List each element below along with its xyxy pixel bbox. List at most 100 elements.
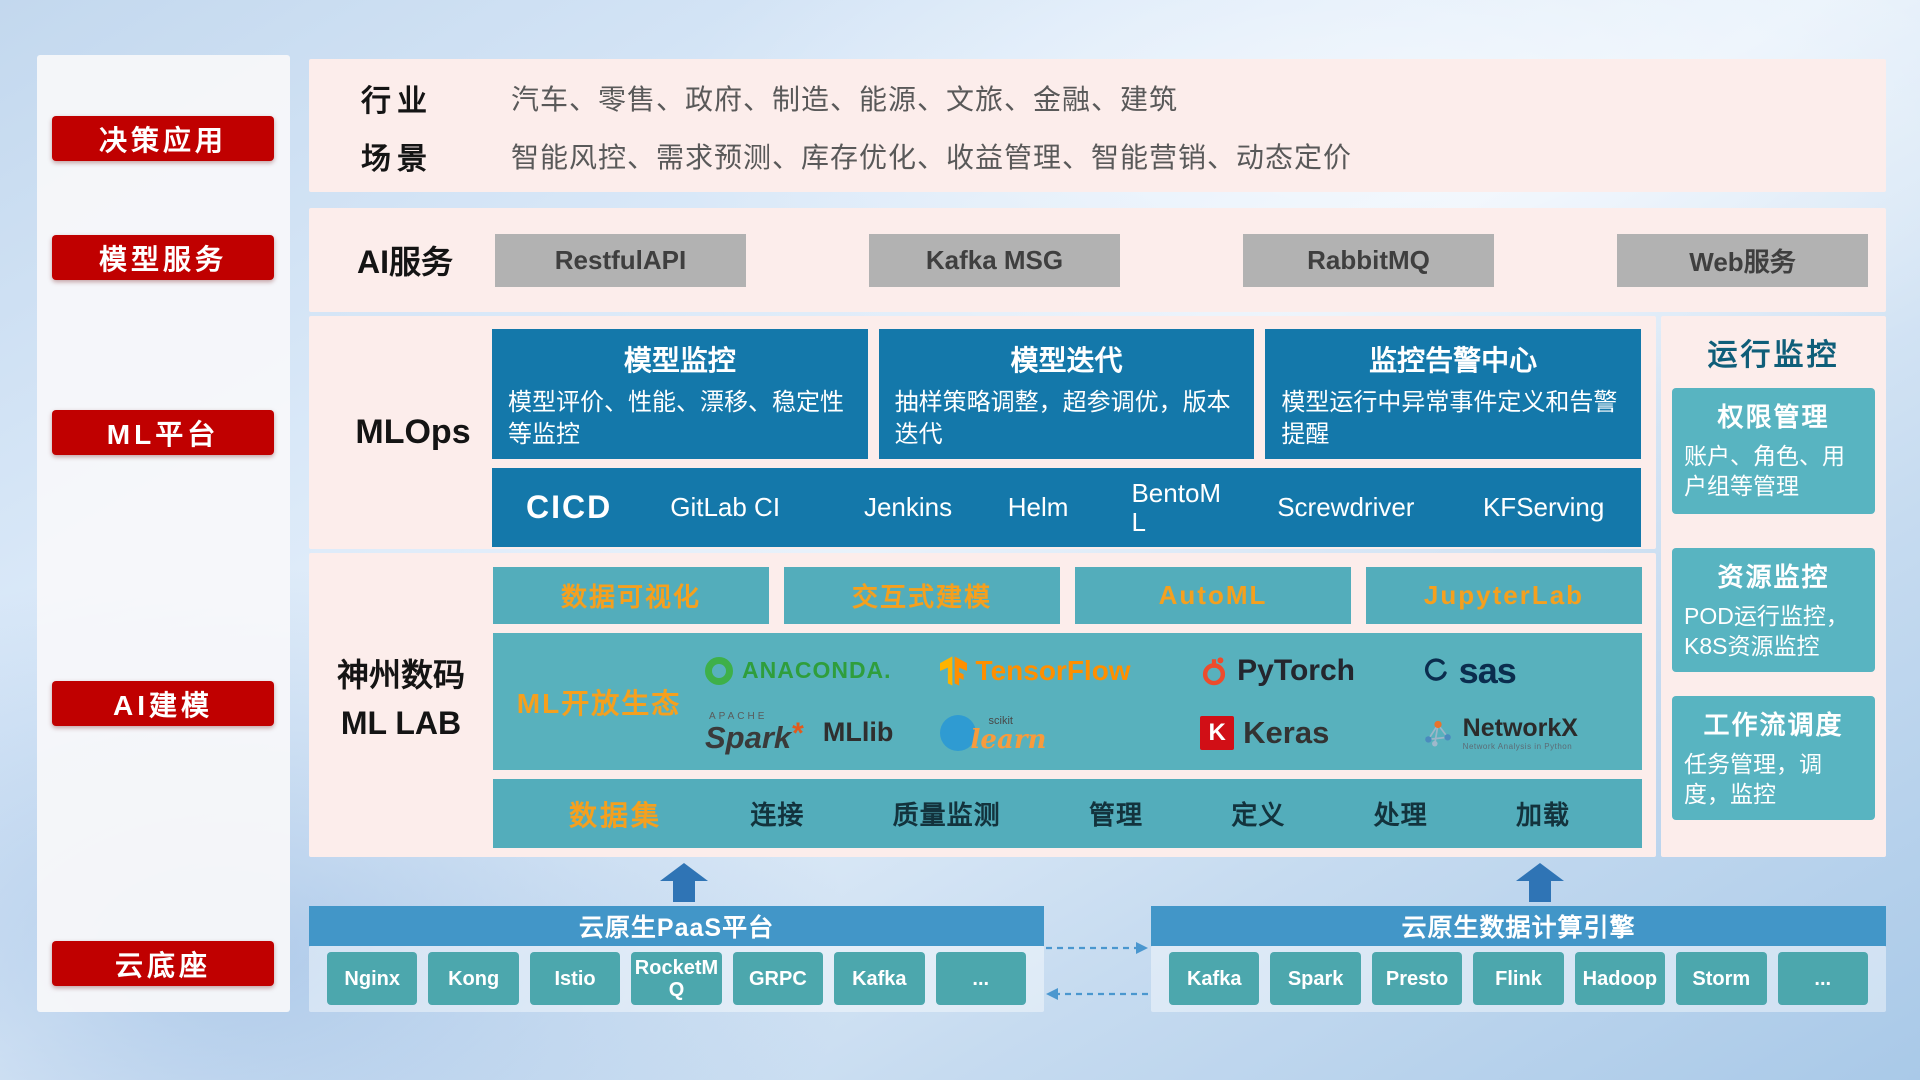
mllib-wordmark: MLlib [822,717,894,747]
chip-automl: AutoML [1075,567,1351,624]
sas-icon [1424,657,1447,681]
chip-data-visualization: 数据可视化 [493,567,769,624]
ml-ecosystem-panel: ML开放生态 ANACONDA. TensorFlow [493,633,1642,770]
card-resource-monitoring: 资源监控 POD运行监控，K8S资源监控 [1672,548,1875,672]
chip-hadoop: Hadoop [1574,952,1666,1005]
spark-star-icon: * [792,717,804,750]
chip-interactive-modeling: 交互式建模 [784,567,1060,624]
cicd-tool-bentoml: BentoML [1131,478,1222,537]
keras-wordmark: Keras [1243,714,1330,750]
tensorflow-wordmark: TensorFlow [975,654,1131,686]
cicd-title: CICD [526,489,613,525]
data-engine-header: 云原生数据计算引擎 [1151,906,1886,946]
sas-logo: sas [1422,642,1628,700]
dataset-item-define: 定义 [1231,800,1286,830]
scenario-list: 智能风控、需求预测、库存优化、收益管理、智能营销、动态定价 [511,142,1353,173]
pytorch-wordmark: PyTorch [1237,653,1355,687]
chip-kafka-paas: Kafka [834,952,925,1005]
dataset-item-connect: 连接 [750,800,805,830]
up-arrow-paas-icon [660,863,708,902]
chip-flink: Flink [1473,952,1564,1005]
mlops-card-row: 模型监控 模型评价、性能、漂移、稳定性等监控 模型迭代 抽样策略调整，超参调优，… [492,329,1642,459]
ml-lab-label-line1: 神州数码 [336,657,465,693]
chip-kafka-engine: Kafka [1169,952,1260,1005]
networkx-subtitle: Network Analysis in Python [1462,742,1573,752]
pytorch-icon [1203,656,1226,685]
tensorflow-icon [939,655,967,686]
paas-platform-header: 云原生PaaS平台 [309,906,1044,946]
chip-presto: Presto [1371,952,1463,1005]
section-ai-service: AI服务 RestfulAPI Kafka MSG RabbitMQ Web服务 [309,208,1886,312]
card-title: 模型迭代 [1010,345,1123,376]
layer-badge-cloud-base: 云底座 [52,941,274,986]
card-workflow-scheduling: 工作流调度 任务管理，调度，监控 [1672,696,1875,820]
chip-istio: Istio [529,952,621,1005]
chip-kafka-msg: Kafka MSG [869,234,1120,287]
dataset-title: 数据集 [569,799,663,831]
ml-lab-label-line2: ML LAB [340,705,462,741]
ml-ecosystem-label: ML开放生态 [516,687,682,719]
pytorch-logo: PyTorch [1200,642,1422,700]
engine-chip-row: Kafka Spark Presto Flink Hadoop Storm ..… [1151,952,1886,1005]
keras-logo: K Keras [1200,704,1422,762]
cicd-tool-helm: Helm [1007,492,1069,523]
cicd-tool-gitlab-ci: GitLab CI [670,492,781,523]
chip-rabbitmq: RabbitMQ [1243,234,1494,287]
layer-badge-decision-apps: 决策应用 [52,116,274,161]
apache-label: APACHE [709,711,768,722]
cicd-tool-jenkins: Jenkins [863,492,953,523]
card-title: 资源监控 [1717,562,1830,592]
ml-ecosystem-logo-grid: ANACONDA. TensorFlow PyTorch [705,642,1642,762]
chip-more-engine: ... [1777,952,1868,1005]
card-alert-center: 监控告警中心 模型运行中异常事件定义和告警提醒 [1265,329,1642,459]
ml-lab-tool-row: 数据可视化 交互式建模 AutoML JupyterLab [493,567,1642,624]
bidirectional-dashed-arrows-icon [1046,942,1148,1000]
dataset-item-manage: 管理 [1088,800,1143,830]
cicd-tool-screwdriver: Screwdriver [1277,492,1415,523]
up-arrow-engine-icon [1516,863,1564,902]
card-permission-management: 权限管理 账户、角色、用户组等管理 [1672,388,1875,514]
cicd-tool-kfserving: KFServing [1482,492,1605,523]
chip-more-paas: ... [935,952,1026,1005]
ml-lab-label: 神州数码 ML LAB [317,651,485,747]
section-industry-scenario: 行业 汽车、零售、政府、制造、能源、文旅、金融、建筑 场景 智能风控、需求预测、… [309,59,1886,192]
chip-spark: Spark [1270,952,1361,1005]
section-ml-lab: 神州数码 ML LAB 数据可视化 交互式建模 AutoML JupyterLa… [309,553,1656,857]
networkx-logo: NetworkX Network Analysis in Python [1422,704,1628,762]
chip-rocketmq: RocketMQ [631,952,722,1005]
section-runtime-monitoring: 运行监控 权限管理 账户、角色、用户组等管理 资源监控 POD运行监控，K8S资… [1661,316,1886,857]
networkx-wordmark: NetworkX [1462,713,1578,742]
section-mlops: MLOps 模型监控 模型评价、性能、漂移、稳定性等监控 模型迭代 抽样策略调整… [309,316,1656,549]
ai-service-chip-row: RestfulAPI Kafka MSG RabbitMQ Web服务 [495,234,1868,287]
dataset-bar: 数据集 连接 质量监测 管理 定义 处理 加载 [493,779,1642,848]
card-desc: 任务管理，调度，监控 [1684,751,1822,808]
card-model-iteration: 模型迭代 抽样策略调整，超参调优，版本迭代 [878,329,1255,459]
layer-badge-ml-platform: ML平台 [52,410,274,455]
layers-sidebar: 决策应用 模型服务 ML平台 AI建模 云底座 [37,55,290,1012]
anaconda-wordmark: ANACONDA. [742,657,892,683]
chip-nginx: Nginx [327,952,418,1005]
cicd-tool-row: GitLab CI Jenkins Helm BentoML Screwdriv… [670,479,1615,535]
card-title: 工作流调度 [1703,710,1844,740]
dataset-item-load: 加载 [1515,800,1570,830]
dataset-item-quality: 质量监测 [892,800,1001,830]
paas-chip-row: Nginx Kong Istio RocketMQ GRPC Kafka ... [309,952,1044,1005]
keras-icon: K [1200,715,1235,750]
scikit-learn-logo: scikit learn [939,704,1201,762]
card-desc: 账户、角色、用户组等管理 [1684,443,1845,500]
cicd-bar: CICD GitLab CI Jenkins Helm BentoML Scre… [492,468,1641,547]
card-desc: POD运行监控，K8S资源监控 [1684,603,1849,660]
chip-web-service: Web服务 [1617,234,1868,287]
spark-mllib-logo: APACHE Spark * MLlib [705,704,940,762]
mlops-label: MLOps [355,413,471,451]
learn-wordmark: learn [970,725,1047,755]
card-desc: 模型运行中异常事件定义和告警提醒 [1281,389,1618,448]
chip-grpc: GRPC [732,952,824,1005]
chip-kong: Kong [428,952,519,1005]
card-model-monitoring: 模型监控 模型评价、性能、漂移、稳定性等监控 [492,329,868,459]
card-title: 监控告警中心 [1369,345,1538,376]
dataset-item-process: 处理 [1373,800,1428,830]
chip-storm: Storm [1676,952,1767,1005]
scenario-row: 场景 智能风控、需求预测、库存优化、收益管理、智能营销、动态定价 [361,133,1352,179]
